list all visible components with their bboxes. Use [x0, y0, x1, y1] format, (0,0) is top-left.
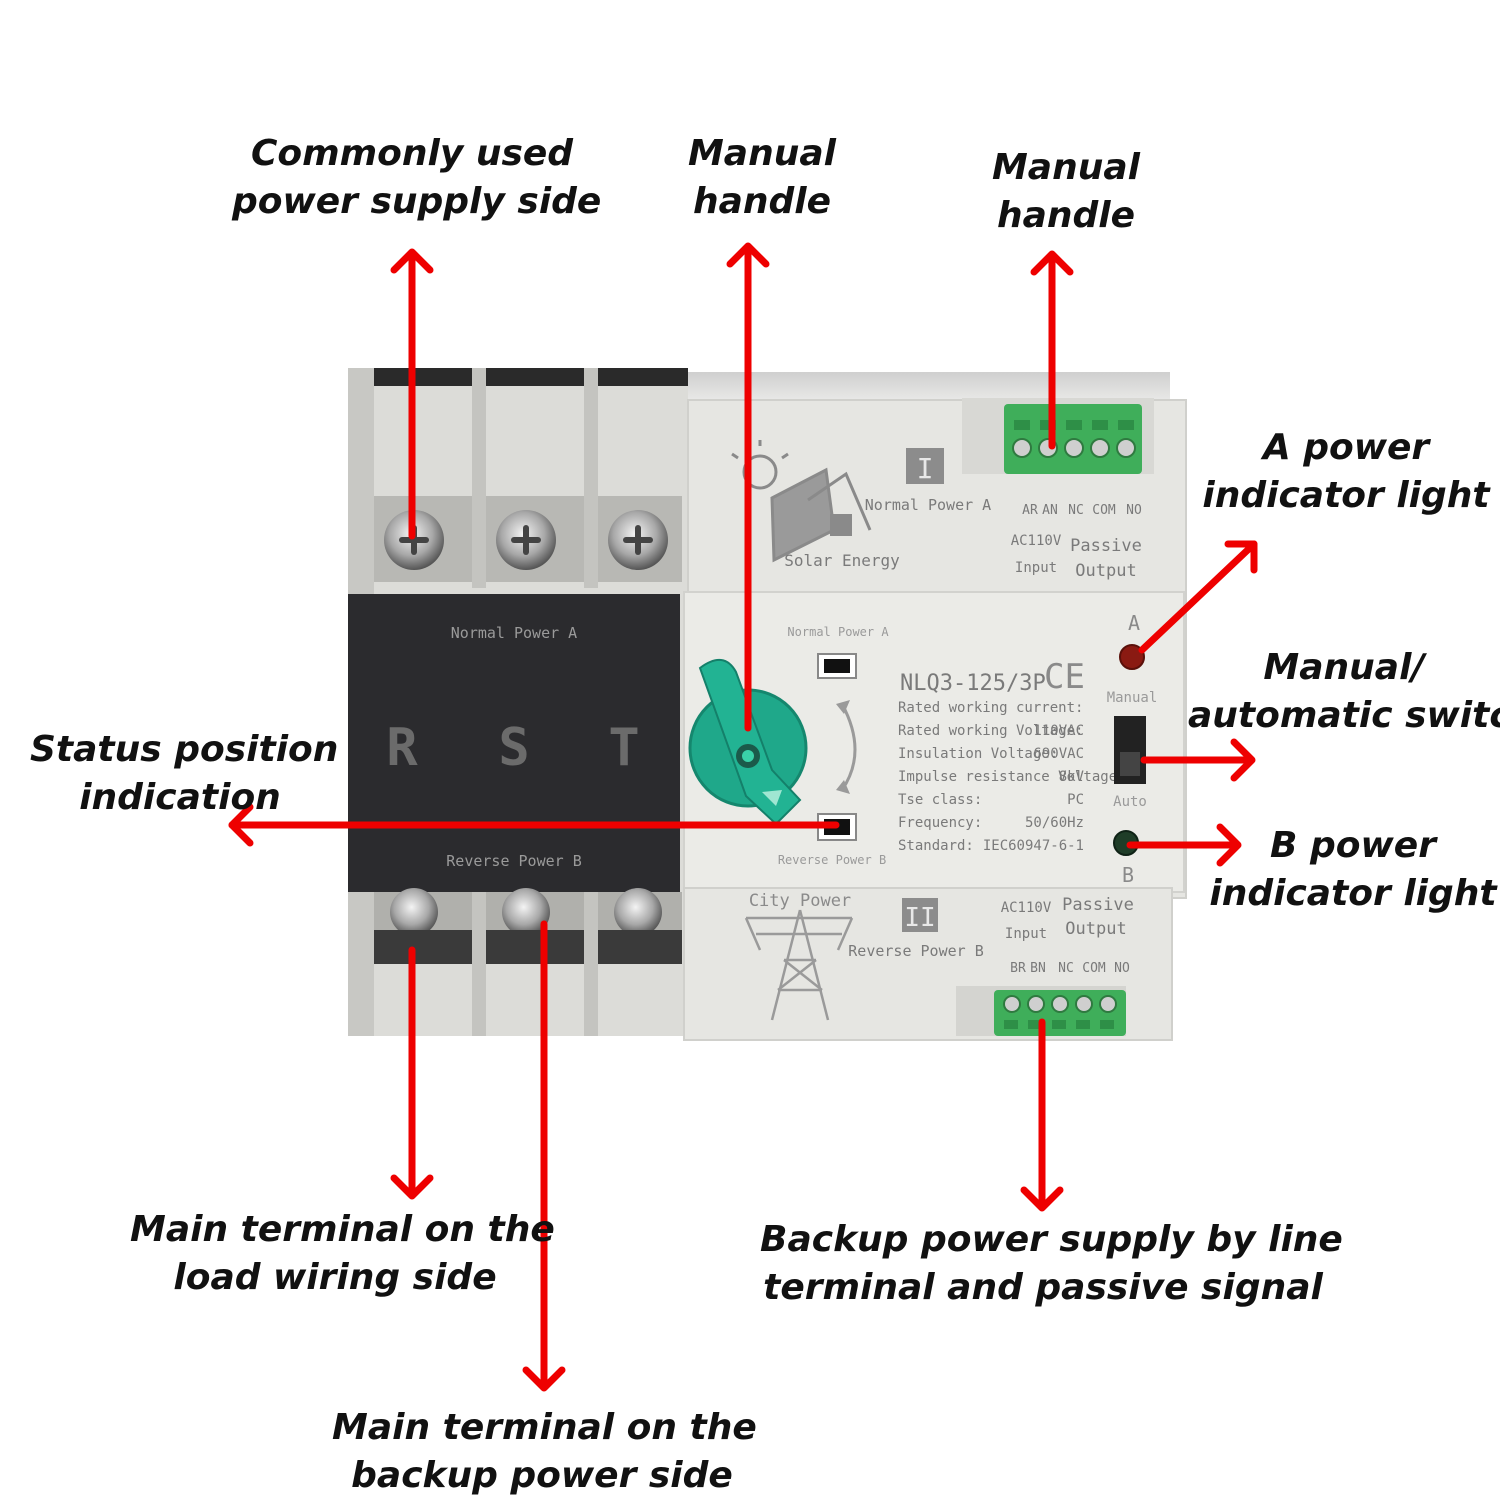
auto-label: Auto — [1113, 794, 1147, 810]
solar-label: Solar Energy — [784, 551, 900, 570]
control-body: I Normal Power A Solar Energy AR AN NC C… — [683, 372, 1187, 1041]
spec-value: 50/60Hz — [1025, 815, 1084, 831]
roman-badge-1 — [906, 448, 944, 484]
top-terminal-ar: AR — [1022, 503, 1038, 518]
spec-label: Tse class: — [898, 792, 982, 808]
pylon-icon — [744, 909, 854, 1021]
top-ac: AC110V — [1011, 533, 1062, 549]
spec-value: IEC60947-6-1 — [983, 838, 1084, 854]
spec-label: Rated working current: — [898, 700, 1083, 716]
phase-s: S — [498, 718, 529, 778]
spec-label: Rated working Voltage: — [898, 723, 1083, 739]
phase-panel — [348, 594, 680, 892]
left-top-label: Normal Power A — [451, 624, 577, 642]
city-power: City Power — [749, 891, 851, 911]
top-terminal-com: COM — [1092, 503, 1116, 518]
bottom-terminal-nc: NC — [1058, 961, 1074, 976]
screw-icon — [502, 888, 550, 936]
top-terminal-nc: NC — [1068, 503, 1084, 518]
label-a-light: A power indicator light — [1202, 427, 1490, 516]
a-power-led — [1119, 644, 1145, 670]
bottom-passive: Passive — [1062, 895, 1134, 915]
model-number: NLQ3-125/3P — [900, 671, 1046, 696]
window-bottom-label: Reverse Power B — [778, 853, 886, 867]
top-terminal-an: AN — [1042, 503, 1058, 518]
bottom-ac: AC110V — [1001, 900, 1052, 916]
arrow-a-light — [1138, 540, 1258, 654]
spec-label: Impulse resistance Voltage: — [898, 769, 1126, 785]
bottom-terminal-no: NO — [1114, 961, 1130, 976]
callout-arrows — [228, 242, 1258, 1392]
screw-icon — [390, 888, 438, 936]
roman-badge-2 — [902, 898, 938, 932]
label-manual-handle-2: Manual handle — [991, 147, 1140, 236]
left-terminal-block: Normal Power A R S T Reverse Power B — [348, 368, 688, 1036]
spec-label: Frequency: — [898, 815, 982, 831]
top-power-label: Normal Power A — [865, 496, 991, 514]
spec-label: Standard: — [898, 838, 974, 854]
bottom-terminal-bn: BN — [1030, 961, 1046, 976]
spec-value: PC — [1067, 792, 1084, 808]
spec-value: 690VAC — [1033, 746, 1084, 762]
bottom-output: Output — [1065, 919, 1126, 939]
window-top-label: Normal Power A — [787, 625, 889, 639]
screw-icon — [614, 888, 662, 936]
spec-value: 110VAC — [1033, 723, 1084, 739]
label-manual-auto: Manual/ automatic switch — [1188, 647, 1500, 736]
phase-t: T — [608, 718, 639, 778]
bottom-terminal-com: COM — [1082, 961, 1106, 976]
label-manual-handle-1: Manual handle — [687, 133, 836, 222]
label-status: Status position indication — [30, 729, 339, 818]
bottom-power-label: Reverse Power B — [848, 942, 983, 960]
manual-label: Manual — [1107, 690, 1158, 706]
label-common-supply: Commonly used power supply side — [232, 133, 602, 222]
label-backup-line: Backup power supply by line terminal and… — [760, 1219, 1343, 1308]
spec-value: 8kV — [1059, 769, 1085, 785]
phase-r: R — [386, 718, 418, 778]
label-backup-terminal: Main terminal on the backup power side — [332, 1407, 757, 1496]
manual-handle[interactable] — [688, 659, 808, 826]
top-output: Output — [1075, 561, 1136, 581]
solar-house-icon — [731, 440, 872, 563]
bottom-terminal-br: BR — [1010, 961, 1026, 976]
spec-list: Rated working current: Rated working Volt… — [898, 700, 1126, 854]
top-terminal-no: NO — [1126, 503, 1142, 518]
top-input: Input — [1015, 560, 1057, 576]
bottom-roman: II — [904, 903, 935, 933]
led-b-label: B — [1122, 863, 1134, 887]
label-load-terminal: Main terminal on the load wiring side — [130, 1209, 555, 1298]
rotation-arrow-icon — [840, 703, 857, 791]
left-bottom-label: Reverse Power B — [446, 852, 581, 870]
ce-mark: CE — [1044, 657, 1085, 697]
spec-label: Insulation Voltage: — [898, 746, 1058, 762]
top-passive: Passive — [1070, 536, 1142, 556]
bottom-input: Input — [1005, 926, 1047, 942]
top-roman: I — [917, 452, 934, 485]
led-a-label: A — [1128, 611, 1140, 635]
label-b-light: B power indicator light — [1209, 825, 1497, 914]
